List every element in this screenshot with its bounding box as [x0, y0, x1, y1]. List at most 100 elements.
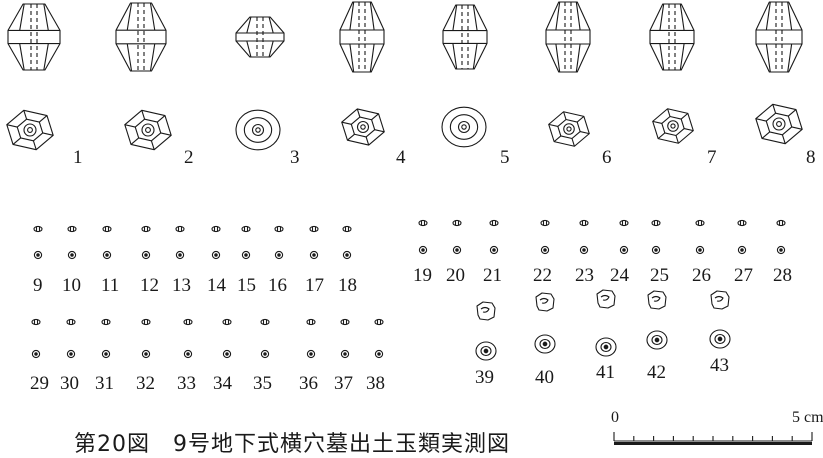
bead-label-13: 13: [172, 275, 191, 296]
bead-label-32: 32: [136, 373, 155, 394]
small-bead-side-30: [66, 318, 76, 326]
small-bead-side-9: [33, 225, 43, 233]
bead-side-view-2: [115, 2, 167, 72]
small-bead-top-23: [579, 245, 589, 255]
small-bead-top-33: [183, 349, 193, 359]
figure-caption: 第20図 9号地下式横穴墓出土玉類実測図: [74, 432, 510, 457]
bead-top-view-2: [124, 109, 172, 151]
small-bead-side-38: [374, 318, 384, 326]
small-bead-top-27: [737, 245, 747, 255]
irregular-bead-40: [534, 292, 556, 354]
irregular-bead-41: [595, 289, 617, 357]
bead-label-40: 40: [535, 367, 554, 388]
irregular-bead-42: [646, 290, 668, 350]
bead-label-38: 38: [366, 373, 385, 394]
bead-label-42: 42: [647, 362, 666, 383]
bead-top-view-1: [6, 109, 54, 151]
small-bead-top-11: [102, 250, 112, 260]
bead-label-23: 23: [575, 265, 594, 286]
bead-label-34: 34: [213, 373, 232, 394]
small-bead-top-26: [695, 245, 705, 255]
small-bead-side-34: [222, 318, 232, 326]
bead-label-26: 26: [692, 265, 711, 286]
small-bead-side-32: [141, 318, 151, 326]
bead-label-31: 31: [95, 373, 114, 394]
small-bead-side-12: [141, 225, 151, 233]
small-bead-top-22: [540, 245, 550, 255]
small-bead-side-10: [67, 225, 77, 233]
bead-label-19: 19: [413, 265, 432, 286]
small-bead-side-31: [101, 318, 111, 326]
bead-label-5: 5: [500, 147, 510, 168]
small-bead-top-36: [306, 349, 316, 359]
bead-side-view-5: [442, 4, 488, 70]
bead-label-7: 7: [707, 147, 717, 168]
small-bead-side-37: [340, 318, 350, 326]
bead-label-18: 18: [338, 275, 357, 296]
bead-label-29: 29: [30, 373, 49, 394]
bead-side-view-8: [755, 1, 803, 73]
small-bead-side-14: [211, 225, 221, 233]
scale-label-start: 0: [611, 409, 619, 426]
irregular-bead-43: [709, 290, 731, 349]
small-bead-top-32: [141, 349, 151, 359]
bead-label-43: 43: [710, 355, 729, 376]
bead-label-10: 10: [62, 275, 81, 296]
small-bead-top-9: [33, 250, 43, 260]
small-bead-top-17: [309, 250, 319, 260]
bead-label-41: 41: [596, 362, 615, 383]
bead-label-1: 1: [73, 147, 83, 168]
bead-label-8: 8: [806, 147, 816, 168]
small-bead-top-14: [211, 250, 221, 260]
small-bead-top-31: [101, 349, 111, 359]
bead-label-17: 17: [305, 275, 324, 296]
bead-side-view-4: [339, 1, 385, 73]
bead-label-6: 6: [602, 147, 612, 168]
small-bead-side-33: [183, 318, 193, 326]
small-bead-top-24: [619, 245, 629, 255]
small-bead-top-34: [222, 349, 232, 359]
bead-label-22: 22: [533, 265, 552, 286]
small-bead-side-35: [260, 318, 270, 326]
small-bead-side-11: [102, 225, 112, 233]
small-bead-side-15: [241, 225, 251, 233]
small-bead-top-16: [274, 250, 284, 260]
small-bead-side-17: [309, 225, 319, 233]
bead-label-37: 37: [334, 373, 353, 394]
bead-label-30: 30: [60, 373, 79, 394]
small-bead-top-25: [651, 245, 661, 255]
bead-label-15: 15: [237, 275, 256, 296]
bead-side-view-3: [235, 16, 285, 58]
bead-side-view-7: [649, 3, 695, 71]
small-bead-side-36: [306, 318, 316, 326]
small-bead-top-35: [260, 349, 270, 359]
bead-label-9: 9: [33, 275, 43, 296]
bead-label-12: 12: [140, 275, 159, 296]
bead-label-27: 27: [734, 265, 753, 286]
small-bead-top-21: [489, 245, 499, 255]
bead-label-11: 11: [101, 275, 120, 296]
bead-top-view-8: [755, 103, 803, 145]
bead-label-14: 14: [207, 275, 226, 296]
small-bead-side-28: [776, 219, 786, 227]
bead-top-view-5: [441, 106, 487, 148]
small-bead-side-16: [274, 225, 284, 233]
small-bead-top-38: [374, 349, 384, 359]
small-bead-side-23: [579, 219, 589, 227]
bead-label-21: 21: [483, 265, 502, 286]
small-bead-top-18: [342, 250, 352, 260]
small-bead-side-13: [175, 225, 185, 233]
irregular-bead-39: [475, 301, 497, 361]
small-bead-top-28: [776, 245, 786, 255]
scale-bar: [613, 432, 813, 445]
bead-side-view-1: [7, 3, 61, 71]
bead-side-view-6: [545, 1, 591, 73]
scale-label-end: 5 cm: [792, 409, 823, 426]
small-bead-top-20: [452, 245, 462, 255]
bead-label-25: 25: [650, 265, 669, 286]
bead-label-2: 2: [184, 147, 194, 168]
bead-label-20: 20: [446, 265, 465, 286]
bead-top-view-7: [652, 108, 694, 144]
small-bead-side-21: [489, 219, 499, 227]
